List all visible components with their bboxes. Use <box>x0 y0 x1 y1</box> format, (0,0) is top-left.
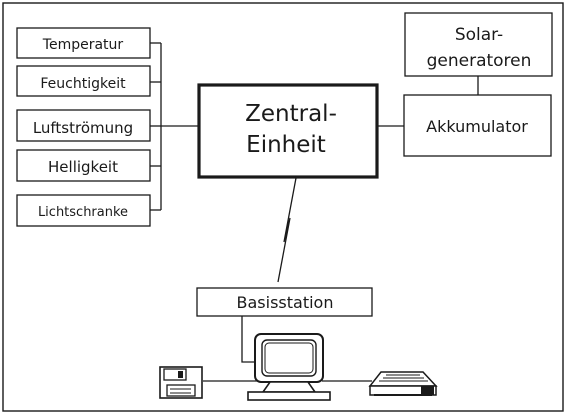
solar-label-line2: generatoren <box>427 51 532 71</box>
accumulator-label: Akkumulator <box>426 117 528 136</box>
base-station: Basisstation <box>196 287 373 317</box>
sensor-helligkeit: Helligkeit <box>16 149 151 182</box>
sensor-label: Temperatur <box>42 37 124 53</box>
sensor-temperatur: Temperatur <box>16 27 151 59</box>
central-unit: Zentral- Einheit <box>197 83 379 179</box>
sensor-feuchtigkeit: Feuchtigkeit <box>16 65 151 97</box>
computer-monitor-icon <box>247 333 331 401</box>
floppy-disk-icon <box>159 366 203 399</box>
sensor-label: Luftströmung <box>33 119 133 137</box>
outer-frame <box>2 2 564 412</box>
printer-icon <box>368 371 438 396</box>
sensor-lichtschranke: Lichtschranke <box>16 194 151 227</box>
radio-link-icon <box>277 177 297 283</box>
sensor-label: Helligkeit <box>48 158 118 176</box>
central-unit-label-line1: Zentral- <box>245 101 337 127</box>
sensor-luftstroemung: Luftströmung <box>16 109 151 142</box>
central-unit-label-line2: Einheit <box>246 132 326 158</box>
sensor-label: Feuchtigkeit <box>40 76 126 92</box>
sensor-label: Lichtschranke <box>38 205 128 220</box>
base-station-label: Basisstation <box>237 293 334 312</box>
solar-generators: Solar- generatoren <box>404 12 553 77</box>
solar-label-line1: Solar- <box>455 25 503 45</box>
sensor-bracket <box>150 42 199 211</box>
accumulator: Akkumulator <box>403 94 552 157</box>
